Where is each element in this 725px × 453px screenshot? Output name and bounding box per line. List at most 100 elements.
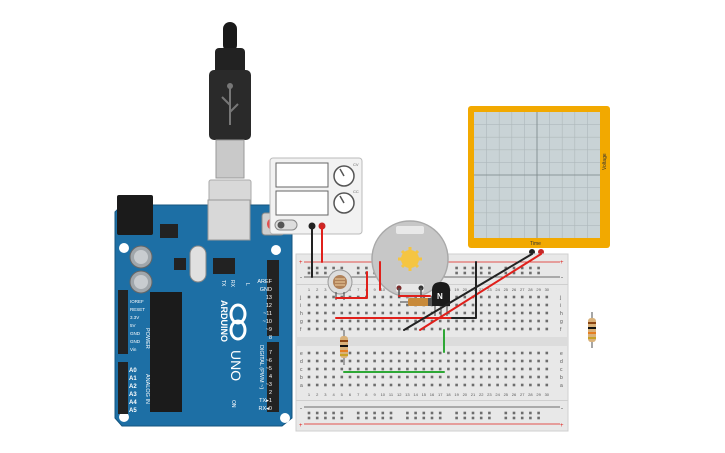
breadboard-hole[interactable]: [324, 367, 327, 371]
breadboard-hole[interactable]: [414, 351, 417, 355]
breadboard-hole[interactable]: [520, 351, 524, 355]
breadboard-hole[interactable]: [488, 319, 491, 323]
breadboard-hole[interactable]: [381, 416, 385, 420]
breadboard-hole[interactable]: [414, 367, 417, 371]
breadboard-hole[interactable]: [307, 295, 311, 299]
breadboard-hole[interactable]: [315, 416, 319, 420]
breadboard-hole[interactable]: [488, 416, 491, 420]
breadboard-hole[interactable]: [414, 383, 417, 387]
breadboard-hole[interactable]: [488, 271, 491, 275]
breadboard-hole[interactable]: [315, 375, 319, 379]
breadboard-hole[interactable]: [504, 327, 508, 331]
breadboard-hole[interactable]: [348, 367, 352, 371]
breadboard-hole[interactable]: [520, 311, 524, 315]
breadboard-hole[interactable]: [438, 383, 442, 387]
breadboard-hole[interactable]: [340, 266, 344, 270]
breadboard-hole[interactable]: [406, 383, 409, 387]
breadboard-hole[interactable]: [496, 311, 499, 315]
breadboard-hole[interactable]: [332, 411, 335, 415]
breadboard-hole[interactable]: [455, 327, 458, 331]
breadboard-hole[interactable]: [438, 416, 442, 420]
breadboard-hole[interactable]: [471, 375, 475, 379]
breadboard-hole[interactable]: [447, 327, 450, 331]
breadboard-hole[interactable]: [307, 327, 311, 331]
breadboard-hole[interactable]: [324, 375, 327, 379]
breadboard-hole[interactable]: [332, 351, 335, 355]
red-wire-ldr[interactable]: [335, 271, 368, 299]
breadboard-hole[interactable]: [520, 271, 524, 275]
breadboard-hole[interactable]: [356, 416, 360, 420]
breadboard-hole[interactable]: [389, 383, 393, 387]
breadboard-hole[interactable]: [414, 311, 417, 315]
breadboard-hole[interactable]: [529, 411, 532, 415]
breadboard-hole[interactable]: [324, 303, 327, 307]
breadboard-hole[interactable]: [324, 416, 327, 420]
breadboard-hole[interactable]: [545, 311, 549, 315]
breadboard-hole[interactable]: [471, 411, 475, 415]
breadboard-hole[interactable]: [389, 375, 393, 379]
breadboard-hole[interactable]: [537, 319, 540, 323]
breadboard-hole[interactable]: [488, 327, 491, 331]
breadboard-hole[interactable]: [529, 359, 532, 363]
black-wire-probe[interactable]: [403, 253, 533, 331]
breadboard-hole[interactable]: [463, 359, 467, 363]
breadboard-hole[interactable]: [332, 375, 335, 379]
breadboard-hole[interactable]: [422, 359, 426, 363]
breadboard-hole[interactable]: [496, 367, 499, 371]
breadboard-hole[interactable]: [307, 271, 311, 275]
breadboard-hole[interactable]: [348, 359, 352, 363]
breadboard-hole[interactable]: [479, 383, 483, 387]
breadboard-hole[interactable]: [504, 311, 508, 315]
breadboard-hole[interactable]: [520, 319, 524, 323]
breadboard-hole[interactable]: [356, 367, 360, 371]
breadboard-hole[interactable]: [307, 367, 311, 371]
breadboard-hole[interactable]: [512, 319, 516, 323]
breadboard-hole[interactable]: [471, 383, 475, 387]
breadboard-hole[interactable]: [340, 359, 344, 363]
breadboard-hole[interactable]: [520, 266, 524, 270]
breadboard-hole[interactable]: [365, 266, 368, 270]
breadboard-hole[interactable]: [340, 319, 344, 323]
breadboard-hole[interactable]: [332, 311, 335, 315]
breadboard-hole[interactable]: [455, 359, 458, 363]
breadboard-hole[interactable]: [373, 319, 376, 323]
breadboard-hole[interactable]: [488, 383, 491, 387]
breadboard-hole[interactable]: [537, 266, 540, 270]
breadboard-hole[interactable]: [373, 375, 376, 379]
breadboard-hole[interactable]: [397, 319, 401, 323]
breadboard-hole[interactable]: [545, 375, 549, 379]
npn-transistor[interactable]: N: [432, 282, 450, 316]
breadboard-hole[interactable]: [373, 351, 376, 355]
breadboard-hole[interactable]: [389, 416, 393, 420]
breadboard-hole[interactable]: [529, 319, 532, 323]
breadboard-hole[interactable]: [332, 319, 335, 323]
breadboard-hole[interactable]: [414, 359, 417, 363]
breadboard-hole[interactable]: [529, 351, 532, 355]
breadboard-hole[interactable]: [463, 327, 467, 331]
breadboard-hole[interactable]: [324, 266, 327, 270]
breadboard-hole[interactable]: [496, 319, 499, 323]
breadboard-hole[interactable]: [504, 367, 508, 371]
breadboard-hole[interactable]: [520, 416, 524, 420]
breadboard-hole[interactable]: [455, 375, 458, 379]
breadboard-hole[interactable]: [324, 327, 327, 331]
breadboard-hole[interactable]: [537, 303, 540, 307]
breadboard-hole[interactable]: [463, 383, 467, 387]
breadboard-hole[interactable]: [414, 319, 417, 323]
breadboard-hole[interactable]: [332, 303, 335, 307]
breadboard-hole[interactable]: [471, 367, 475, 371]
breadboard-hole[interactable]: [389, 411, 393, 415]
breadboard-hole[interactable]: [356, 375, 360, 379]
breadboard-hole[interactable]: [397, 303, 401, 307]
breadboard-hole[interactable]: [381, 351, 385, 355]
breadboard-hole[interactable]: [332, 266, 335, 270]
breadboard-hole[interactable]: [373, 311, 376, 315]
breadboard-hole[interactable]: [504, 416, 508, 420]
arduino-uno-board[interactable]: ARDUINO UNO TX RX L ON DIGITAL (PWM ~) P…: [114, 195, 293, 427]
breadboard-hole[interactable]: [373, 295, 376, 299]
breadboard-hole[interactable]: [537, 295, 540, 299]
breadboard-hole[interactable]: [455, 295, 458, 299]
breadboard-hole[interactable]: [406, 319, 409, 323]
breadboard-hole[interactable]: [315, 327, 319, 331]
